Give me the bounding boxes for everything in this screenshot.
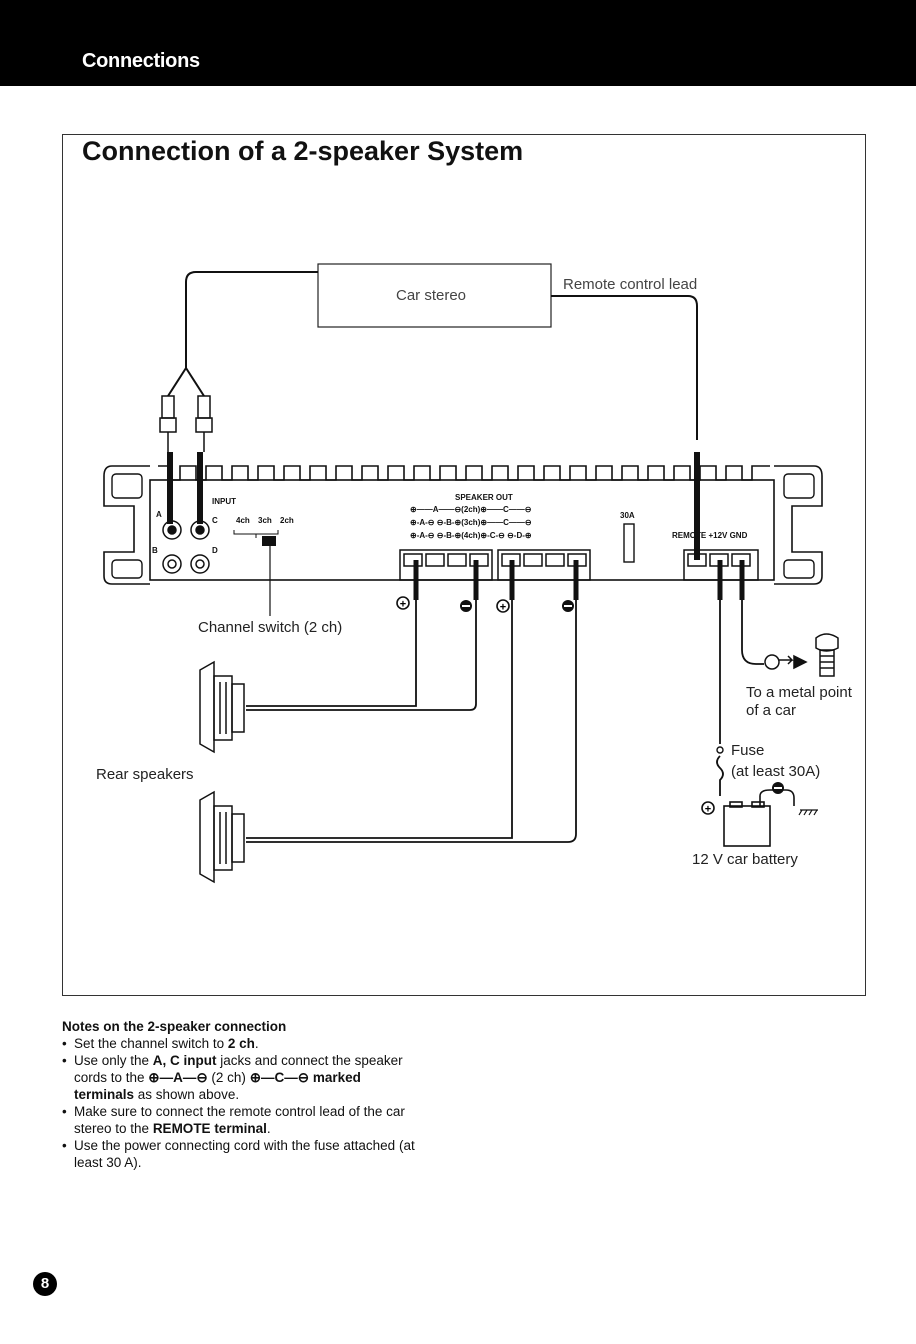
channel-switch-label: Channel switch (2 ch) (198, 619, 343, 636)
note-bold: ⊕—A—⊖ (148, 1070, 208, 1085)
ch-label-4: 4ch (236, 516, 250, 525)
note-text: Set the channel switch to (74, 1036, 228, 1051)
rca-plug-left (159, 395, 177, 452)
jack-label-c: C (212, 516, 218, 525)
note-text: . (254, 1036, 259, 1051)
fuse-rating-label: 30A (620, 511, 635, 520)
note-power-fuse: Use the power connecting cord with the f… (62, 1137, 422, 1171)
jack-label-d: D (212, 546, 218, 555)
mount-ear-right (774, 465, 823, 585)
polarity-marks: + + (396, 596, 574, 614)
fuse-label-1: Fuse (731, 742, 765, 759)
header-bar (0, 0, 916, 86)
speaker-wires (246, 560, 577, 843)
header-title: Connections (82, 50, 200, 72)
ch-label-2: 2ch (280, 516, 294, 525)
svg-text:+: + (705, 804, 711, 816)
remote-lead-label: Remote control lead (563, 276, 698, 293)
car-stereo-label: Car stereo (396, 287, 467, 304)
speaker-row-2ch: ⊕——A——⊖(2ch)⊕——C——⊖ (410, 505, 532, 514)
metal-point-label-1: To a metal point (746, 684, 852, 701)
section-title: Connection of a 2-speaker System (82, 136, 524, 166)
battery-label: 12 V car battery (692, 851, 798, 868)
power-terminal-label: REMOTE +12V GND (672, 531, 748, 540)
speaker-terminal-block-left (399, 549, 493, 581)
ground-symbol (798, 809, 818, 816)
note-text: Make sure to connect the remote control … (74, 1104, 405, 1136)
note-text: Use only the (74, 1053, 153, 1068)
note-bold: A, C input (152, 1053, 217, 1068)
car-battery (723, 801, 771, 847)
heatsink-fins (158, 465, 770, 481)
rear-speaker-upper (199, 660, 245, 754)
note-bold: marked terminals (74, 1070, 361, 1102)
power-wire (716, 600, 724, 796)
jack-label-b: B (152, 546, 158, 555)
terminal-wire-stubs (413, 560, 745, 600)
note-text: (2 ch) (207, 1070, 250, 1085)
amp-fuse (623, 523, 635, 563)
fuse-symbol (716, 746, 724, 754)
metal-point-label-2: of a car (746, 702, 797, 719)
battery-ground-wire (759, 789, 795, 806)
remote-lead-wire (551, 295, 698, 440)
speaker-row-3ch: ⊕-A-⊖ ⊖-B-⊕(3ch)⊕——C——⊖ (410, 518, 532, 527)
jack-label-a: A (156, 510, 162, 519)
note-bold: 2 ch (227, 1036, 255, 1051)
connection-diagram: + + + (103, 263, 839, 884)
rca-cable (167, 271, 318, 397)
speaker-row-4ch: ⊕-A-⊖ ⊖-B-⊕(4ch)⊕-C-⊖ ⊖-D-⊕ (410, 531, 532, 540)
note-text: jacks and connect the speaker cords to t… (74, 1053, 403, 1085)
note-bold: ⊕—C—⊖ (249, 1070, 310, 1085)
note-channel-switch: Set the channel switch to 2 ch. (62, 1035, 422, 1052)
channel-switch (262, 536, 276, 546)
ch-label-3: 3ch (258, 516, 272, 525)
speaker-out-label: SPEAKER OUT (455, 493, 513, 502)
note-text: . (266, 1121, 271, 1136)
note-bold: REMOTE terminal (152, 1121, 267, 1136)
ground-wire (741, 600, 764, 665)
note-text: as shown above. (134, 1087, 240, 1102)
note-input-jacks: Use only the A, C input jacks and connec… (62, 1052, 422, 1103)
rear-speakers-label: Rear speakers (96, 766, 194, 783)
rca-plug-right (195, 395, 213, 452)
svg-text:+: + (400, 599, 406, 611)
input-jacks (162, 520, 210, 574)
fuse-label-2: (at least 30A) (731, 763, 821, 780)
mount-ear-left (103, 465, 150, 585)
channel-switch-bracket (233, 530, 279, 538)
svg-text:+: + (500, 602, 506, 614)
notes-section: Notes on the 2-speaker connection Set th… (62, 1018, 422, 1171)
ground-lug (764, 654, 808, 670)
notes-title: Notes on the 2-speaker connection (62, 1019, 287, 1034)
diagram-frame (62, 134, 866, 996)
input-label: INPUT (212, 497, 236, 506)
ground-bolt (815, 633, 839, 677)
note-remote-terminal: Make sure to connect the remote control … (62, 1103, 422, 1137)
rear-speaker-lower (199, 790, 245, 884)
page-number: 8 (33, 1272, 57, 1296)
